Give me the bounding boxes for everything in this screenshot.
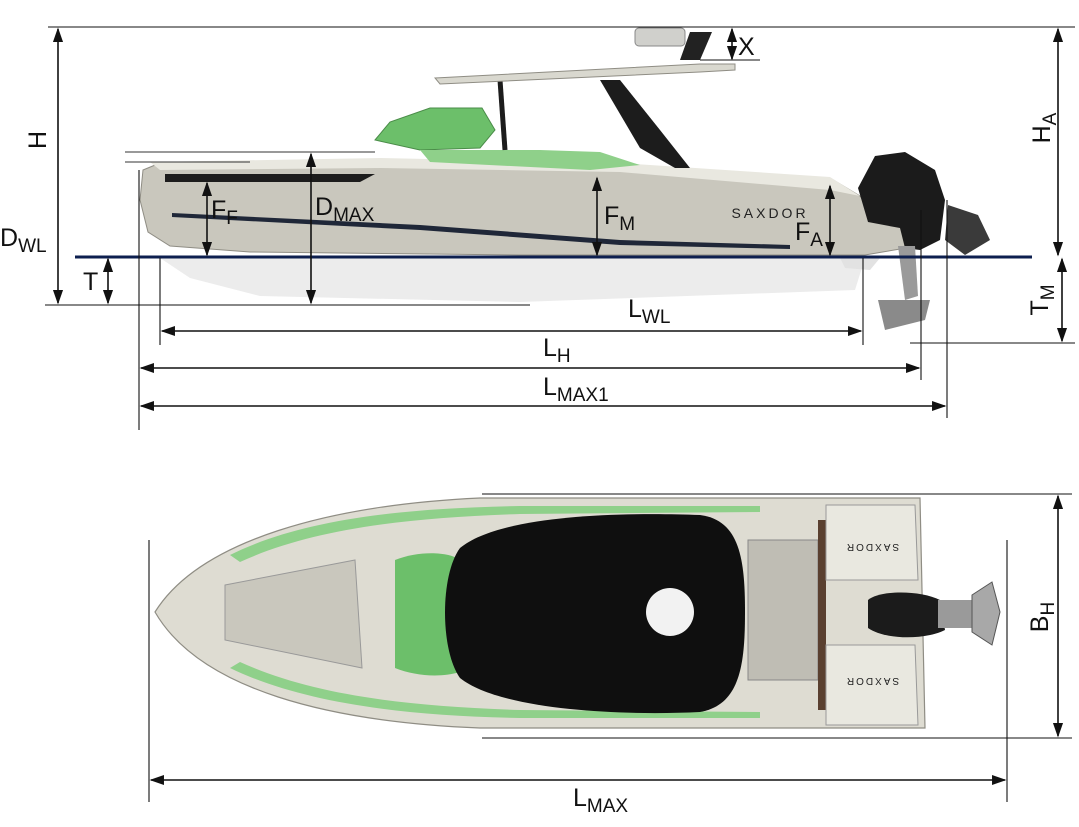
label-TM: TM (1026, 284, 1059, 315)
hull-stripe (172, 213, 790, 249)
trim-tab (840, 258, 880, 270)
t-top-roof-top (445, 514, 745, 714)
label-DMAX: DMAX (315, 193, 375, 226)
label-T: T (83, 268, 98, 296)
platform-brand-lower: SAXDOR (845, 675, 899, 686)
engine-leg-top (938, 600, 972, 628)
windshield (374, 107, 496, 151)
hull-brand: SAXDOR (731, 205, 808, 221)
outboard-engine-top (868, 592, 945, 638)
engine-skeg (878, 300, 930, 330)
bow-rail (125, 151, 375, 163)
t-top-frame (600, 80, 690, 168)
engine-leg (898, 246, 918, 300)
underwater-hull (160, 258, 865, 302)
top-gunwale-green-lower (230, 662, 760, 718)
label-FF: FF (211, 196, 238, 229)
label-H: H (24, 131, 52, 149)
label-HA: HA (1028, 112, 1061, 143)
swim-platform-upper (825, 504, 919, 581)
t-top-roof (433, 63, 736, 85)
radar-dome-top (646, 588, 694, 636)
top-dimensions: BH LMAX (148, 493, 1072, 817)
console-windshield (395, 553, 460, 676)
platform-brand-upper: SAXDOR (845, 541, 899, 552)
outboard-engine (858, 152, 945, 250)
radar-dome (634, 27, 686, 47)
label-LH: LH (543, 334, 571, 367)
antenna-mount (680, 32, 712, 60)
top-gunwale-green-upper (230, 506, 760, 562)
side-view: SAXDOR (75, 27, 1032, 330)
side-dimensions: H X HA DWL T TM FF DMAX FM FA (0, 26, 1075, 430)
bow-sunpad (224, 559, 363, 669)
top-view: SAXDOR SAXDOR (154, 497, 1001, 729)
label-DWL: DWL (0, 224, 47, 257)
propeller (945, 205, 990, 255)
propeller-top (971, 581, 1001, 646)
label-X: X (738, 33, 755, 61)
label-LMAX: LMAX (573, 784, 628, 817)
label-FA: FA (795, 218, 823, 251)
hull-stripe-top (165, 174, 375, 182)
label-FM: FM (604, 202, 635, 235)
label-BH: BH (1026, 602, 1059, 632)
transom-bench (818, 520, 826, 710)
label-LWL: LWL (628, 295, 670, 328)
aft-deck (747, 539, 819, 681)
swim-platform-lower (825, 644, 919, 726)
label-LMAX1: LMAX1 (543, 373, 609, 406)
t-top-post (497, 79, 508, 151)
deck-interior (420, 150, 640, 170)
